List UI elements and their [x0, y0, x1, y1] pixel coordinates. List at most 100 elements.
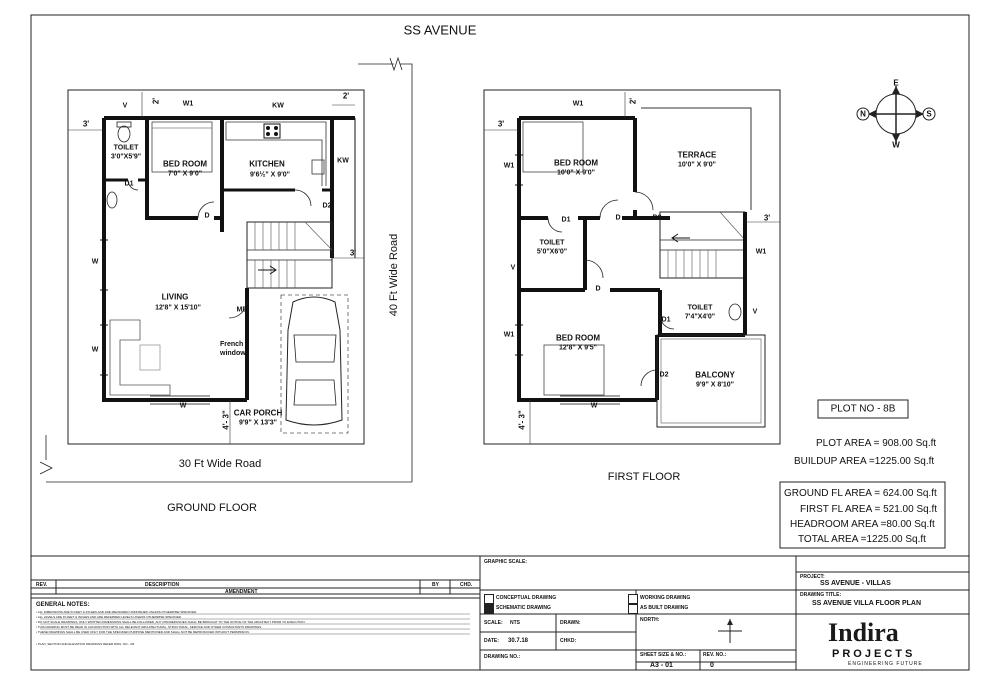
compass-e: E	[893, 78, 899, 88]
tb-note-6: • PLAN, SECTION AND ELEVATION DRAWINGS R…	[36, 642, 135, 646]
gf-toilet-size: 3'0"X5'9"	[110, 153, 142, 161]
ff-door-d1a: D1	[561, 216, 571, 224]
total-area: TOTAL AREA =1225.00 Sq.ft	[798, 534, 926, 545]
ff-door-d-b: D	[595, 285, 601, 293]
ff-balcony-size: 9'9" X 8'10"	[696, 381, 734, 389]
ff-door-d2a: D2	[652, 214, 662, 222]
tb-drawing-title-value: SS AVENUE VILLA FLOOR PLAN	[812, 600, 922, 607]
ff-title: FIRST FLOOR	[607, 471, 681, 483]
gf-dim-2a: 2'	[151, 97, 161, 105]
gf-toilet-name: TOILET	[113, 144, 139, 152]
gf-living-size: 12'8" X 15'10"	[155, 304, 201, 312]
ff-toilet2-size: 7'4"X4'0"	[684, 313, 716, 321]
plot-number: PLOT NO - 8B	[830, 403, 896, 415]
gf-living-name: LIVING	[161, 292, 189, 302]
gf-window-w-bottom: W	[179, 402, 187, 410]
ff-dim-3b: 3'	[763, 213, 771, 223]
tb-general-notes: GENERAL NOTES:	[36, 602, 90, 608]
tb-note-2: • ALL LEVELS ARE IN FEET & INCHES AND AR…	[36, 615, 182, 619]
ff-door-d2b: D2	[659, 371, 669, 379]
gf-kitchen-size: 9'6½" X 9'0"	[250, 171, 290, 179]
tb-drawn-label: DRAWN:	[560, 620, 581, 626]
tb-scale-value: NTS	[510, 620, 520, 626]
gf-door-md: MD	[236, 306, 248, 314]
first-fl-area: FIRST FL AREA = 521.00 Sq.ft	[800, 504, 938, 515]
gf-door-d2: D2	[322, 202, 332, 210]
buildup-area: BUILDUP AREA =1225.00 Sq.ft	[794, 456, 935, 467]
gf-window-v: V	[122, 102, 128, 110]
headroom-area: HEADROOM AREA =80.00 Sq.ft	[790, 519, 935, 530]
conceptual-checkbox[interactable]	[484, 594, 494, 604]
logo-tag: ENGINEERING FUTURE	[848, 661, 923, 667]
ff-balcony-name: BALCONY	[695, 370, 735, 380]
gf-dim-3a: 3'	[82, 119, 90, 129]
logo-main: Indira	[828, 618, 899, 647]
gf-carporch-size: 9'9" X 13'3"	[239, 419, 277, 427]
gf-bedroom-size: 7'0" X 9'0"	[167, 170, 203, 178]
gf-dim-4-3: 4'- 3"	[221, 410, 231, 430]
ff-dim-2a: 2'	[628, 97, 638, 105]
tb-working: WORKING DRAWING	[640, 595, 691, 601]
ff-terrace-size: 10'0" X 9'0"	[678, 161, 716, 169]
gf-dim-3b: 3'	[349, 248, 357, 258]
ff-toilet2-name: TOILET	[687, 304, 713, 312]
gf-bedroom-name: BED ROOM	[163, 159, 207, 169]
ff-dim-3a: 3'	[497, 119, 505, 129]
ff-door-d-a: D	[615, 214, 621, 222]
tb-as-built: AS BUILT DRAWING	[640, 605, 689, 611]
tb-note-1: • ALL DIMENSIONS ARE IN FEET & INCHES AN…	[36, 610, 198, 614]
tb-date-label: DATE:	[484, 638, 499, 644]
ff-bedroom1-size: 10'0" X 9'0"	[557, 169, 595, 177]
tb-project-label: PROJECT:	[800, 574, 825, 580]
tb-chkd-label: CHKD:	[560, 638, 577, 644]
ff-window-w-bottom: W	[590, 402, 598, 410]
ff-window-w1-left-b: W1	[503, 331, 515, 339]
road-right: 40 Ft Wide Road	[388, 233, 400, 317]
ff-bedroom2-name: BED ROOM	[556, 333, 600, 343]
ff-window-w1-top: W1	[572, 100, 584, 108]
tb-col-chd: CHD.	[460, 582, 473, 588]
gf-carporch-name: CAR PORCH	[233, 408, 283, 418]
tb-rev-no-label: REV. NO.:	[703, 652, 727, 658]
tb-drawing-no-label: DRAWING NO.:	[484, 654, 521, 660]
first-floor-plan	[483, 89, 781, 445]
gf-french-window: French window	[220, 341, 246, 357]
gf-window-kw-side: KW	[337, 157, 349, 165]
street-name: SS AVENUE	[403, 22, 477, 38]
tb-rev-no-value: 0	[710, 662, 714, 669]
plot-area: PLOT AREA = 908.00 Sq.ft	[816, 438, 937, 449]
gf-door-d1: D1	[124, 180, 134, 188]
ff-bedroom1-name: BED ROOM	[554, 158, 598, 168]
gf-window-w1: W1	[182, 100, 194, 108]
as-built-checkbox[interactable]	[628, 604, 638, 614]
tb-amendment: AMENDMENT	[225, 589, 258, 595]
gf-title: GROUND FLOOR	[167, 502, 257, 514]
tb-schematic: SCHEMATIC DRAWING	[496, 605, 551, 611]
logo-sub: PROJECTS	[832, 648, 916, 660]
tb-sheet-value: A3 - 01	[650, 662, 673, 669]
gf-door-d: D	[204, 212, 210, 220]
tb-col-desc: DESCRIPTION	[145, 582, 180, 588]
tb-col-by: BY	[432, 582, 439, 588]
tb-date-value: 30.7.18	[508, 638, 529, 644]
ff-window-v-right: V	[752, 308, 758, 316]
schematic-checkbox[interactable]	[484, 604, 494, 614]
gf-kitchen-name: KITCHEN	[249, 159, 285, 169]
ff-door-d1b: D1	[661, 316, 671, 324]
tb-drawing-title-label: DRAWING TITLE:	[800, 592, 842, 598]
ff-bedroom2-size: 12'8" X 9'5"	[559, 344, 597, 352]
gf-window-w-left2: W	[91, 346, 99, 354]
working-checkbox[interactable]	[628, 594, 638, 604]
tb-note-4: • THIS DRAWING MUST BE READ IN CONJUNCTI…	[36, 625, 263, 629]
compass-n: N	[860, 109, 866, 119]
tb-graphic-scale: GRAPHIC SCALE:	[484, 559, 528, 565]
tb-conceptual: CONCEPTUAL DRAWING	[496, 595, 557, 601]
tb-note-5: • THESE DRAWINGS SHALL BE USED ONLY FOR …	[36, 630, 250, 634]
ground-floor-plan	[67, 89, 365, 445]
compass-rose	[856, 86, 936, 142]
tb-col-rev: REV.	[36, 582, 48, 588]
ff-window-w1-right: W1	[755, 248, 767, 256]
gf-window-kw: KW	[272, 102, 284, 110]
